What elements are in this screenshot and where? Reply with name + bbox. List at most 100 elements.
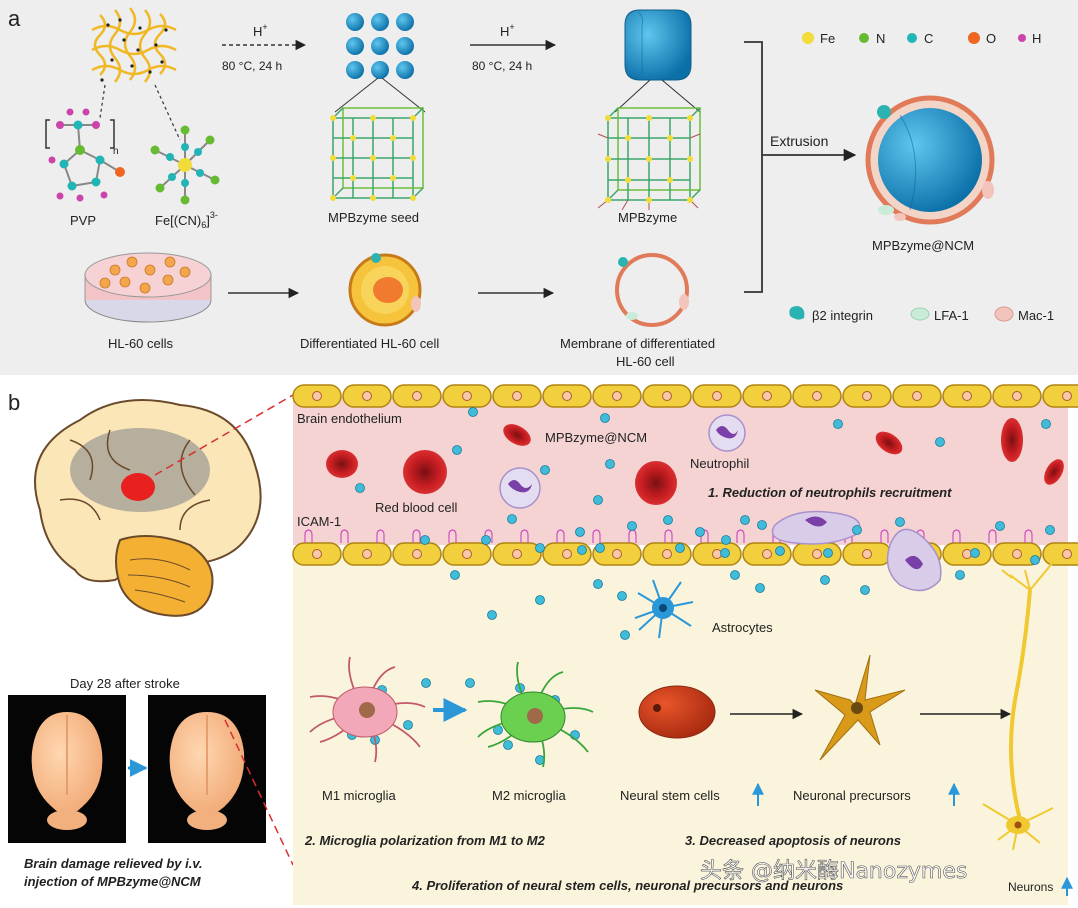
nanoparticle bbox=[452, 445, 462, 455]
endothelial-nucleus bbox=[562, 549, 572, 559]
nanoparticle bbox=[481, 535, 491, 545]
seed-lattice-nodes bbox=[330, 115, 416, 201]
nanoparticle bbox=[757, 520, 767, 530]
red-blood-cells bbox=[326, 418, 1064, 505]
icam-receptor bbox=[448, 529, 457, 543]
icam-receptor bbox=[1024, 529, 1033, 543]
brain-photo-after bbox=[148, 695, 266, 843]
step1-reagent: H+ bbox=[253, 22, 268, 39]
extrusion-label: Extrusion bbox=[770, 133, 828, 149]
nanoparticle bbox=[820, 575, 830, 585]
legend-c-dot bbox=[907, 33, 917, 43]
caption-line-1: Brain damage relieved by i.v. bbox=[24, 856, 202, 871]
endothelial-nucleus bbox=[562, 391, 572, 401]
element-legend: Fe N C O H bbox=[802, 31, 1041, 46]
endothelial-nucleus bbox=[762, 391, 772, 401]
icam-receptor bbox=[520, 529, 529, 543]
endothelial-nucleus bbox=[762, 549, 772, 559]
m1-microglia bbox=[309, 656, 426, 763]
reduction-label: 1. Reduction of neutrophils recruitment bbox=[708, 485, 952, 500]
legend-o: O bbox=[986, 31, 996, 46]
icam-receptor bbox=[412, 529, 421, 543]
endothelial-nucleus bbox=[362, 391, 372, 401]
mpbzyme-ncm-particle bbox=[865, 95, 995, 225]
m2-microglia bbox=[477, 661, 594, 768]
icam-receptor bbox=[484, 529, 493, 543]
polarization-label: 2. Microglia polarization from M1 to M2 bbox=[304, 833, 546, 848]
legend-b2: β2 integrin bbox=[812, 308, 873, 323]
nanoparticle bbox=[852, 525, 862, 535]
extrusion-bracket bbox=[744, 41, 857, 293]
nanoparticle bbox=[755, 583, 765, 593]
endothelial-nucleus bbox=[662, 391, 672, 401]
nanoparticle bbox=[465, 678, 475, 688]
ferrocyanide-label: Fe[(CN)6]3- bbox=[155, 210, 218, 230]
nanoparticle bbox=[593, 579, 603, 589]
step2-conditions: 80 °C, 24 h bbox=[472, 59, 532, 73]
endothelial-nucleus bbox=[612, 549, 622, 559]
hl60-label: HL-60 cells bbox=[108, 336, 174, 351]
nanoparticle bbox=[593, 495, 603, 505]
seed-zoom-lines bbox=[334, 77, 426, 113]
nanoparticle bbox=[421, 678, 431, 688]
endothelial-nucleus bbox=[862, 391, 872, 401]
astrocyte bbox=[634, 579, 694, 639]
pvp-polymer-tangle bbox=[91, 7, 177, 83]
nanoparticle bbox=[675, 543, 685, 553]
nanoparticle bbox=[1045, 525, 1055, 535]
nanoparticle bbox=[450, 570, 460, 580]
endothelial-nucleus bbox=[962, 391, 972, 401]
endothelial-nucleus bbox=[812, 391, 822, 401]
nanoparticle bbox=[605, 459, 615, 469]
seed-label: MPBzyme seed bbox=[328, 210, 419, 225]
nanoparticle bbox=[468, 407, 478, 417]
mpbzyme-label: MPBzyme bbox=[618, 210, 677, 225]
icam-receptor bbox=[376, 529, 385, 543]
legend-b2-shape bbox=[789, 306, 805, 320]
diff-cell-label: Differentiated HL-60 cell bbox=[300, 336, 439, 351]
endothelium-top-row bbox=[292, 384, 1078, 408]
endothelium-label: Brain endothelium bbox=[297, 411, 402, 426]
legend-n-dot bbox=[859, 33, 869, 43]
product-label: MPBzyme@NCM bbox=[872, 238, 974, 253]
neutrophil-label: Neutrophil bbox=[690, 456, 749, 471]
nanoparticle bbox=[355, 483, 365, 493]
nanoparticle bbox=[955, 570, 965, 580]
legend-lfa: LFA-1 bbox=[934, 308, 969, 323]
endothelial-nucleus bbox=[1012, 391, 1022, 401]
nanoparticle bbox=[403, 720, 413, 730]
icam-receptor bbox=[340, 529, 349, 543]
legend-h-dot bbox=[1018, 34, 1026, 42]
icam-receptor bbox=[556, 529, 565, 543]
nanoparticle bbox=[730, 570, 740, 580]
nanoparticle bbox=[535, 595, 545, 605]
proliferation-label: 4. Proliferation of neural stem cells, n… bbox=[411, 878, 843, 893]
endothelial-nucleus bbox=[862, 549, 872, 559]
legend-mac-shape bbox=[994, 306, 1014, 322]
endothelial-nucleus bbox=[912, 391, 922, 401]
nanoparticle bbox=[663, 515, 673, 525]
protein-legend: β2 integrin LFA-1 Mac-1 bbox=[789, 306, 1054, 323]
nanoparticle bbox=[535, 543, 545, 553]
neurons-label: Neurons bbox=[1008, 880, 1053, 894]
ferrocyanide-structure bbox=[150, 125, 220, 205]
nanoparticle bbox=[540, 465, 550, 475]
nanoparticle bbox=[935, 437, 945, 447]
apoptosis-label: 3. Decreased apoptosis of neurons bbox=[685, 833, 901, 848]
caption-line-2: injection of MPBzyme@NCM bbox=[24, 874, 202, 889]
nanoparticle bbox=[1041, 419, 1051, 429]
nanoparticle bbox=[620, 630, 630, 640]
neutrophils bbox=[499, 414, 942, 592]
nanoparticle bbox=[895, 517, 905, 527]
nanoparticle bbox=[420, 535, 430, 545]
nanoparticle bbox=[995, 521, 1005, 531]
membrane-label-2: HL-60 cell bbox=[616, 354, 675, 369]
mpbzyme-ncm-label-b: MPBzyme@NCM bbox=[545, 430, 647, 445]
day28-label: Day 28 after stroke bbox=[70, 676, 180, 691]
nanoparticle bbox=[833, 419, 843, 429]
pvp-dots bbox=[100, 18, 168, 82]
brain-photo-before bbox=[8, 695, 126, 843]
pvp-monomer-structure bbox=[45, 108, 125, 202]
brain-illustration bbox=[34, 399, 262, 617]
